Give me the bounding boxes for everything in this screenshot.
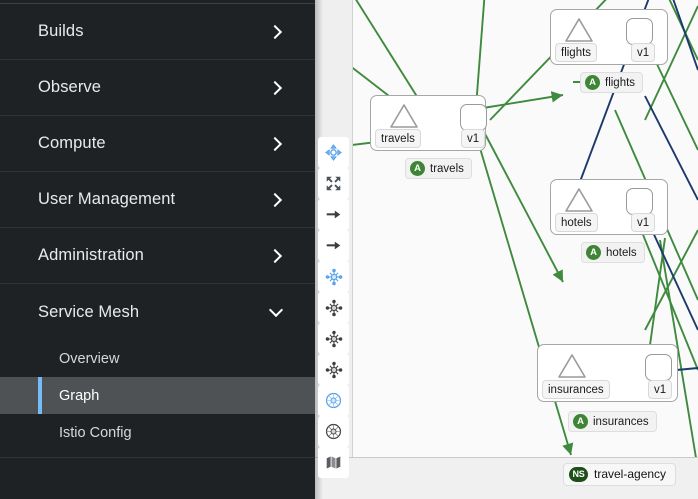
app-badge-travels: A travels (405, 158, 472, 179)
sidebar-item-label: Compute (38, 134, 106, 152)
sidebar-item-compute[interactable]: Compute (0, 116, 315, 172)
graph-toolbar (318, 137, 349, 478)
namespace-box-icon[interactable] (318, 385, 349, 416)
workload-node-flights-v1[interactable] (626, 18, 653, 45)
graph-canvas[interactable]: travels v1 A travels flights v1 A flight… (315, 0, 698, 499)
sidebar-item-overview[interactable]: Overview (0, 340, 315, 377)
sidebar-item-service-mesh[interactable]: Service Mesh (0, 284, 315, 340)
service-mesh-graph-panel: travels v1 A travels flights v1 A flight… (315, 0, 698, 499)
app-badge-insurances: A insurances (568, 411, 657, 432)
sidebar-submenu-service-mesh: Overview Graph Istio Config (0, 340, 315, 458)
chevron-right-icon (269, 249, 283, 263)
sidebar-item-label: Observe (38, 78, 102, 96)
node-label-travels-v1: v1 (461, 129, 486, 148)
drag-mode-icon[interactable] (318, 137, 349, 168)
chevron-right-icon (269, 81, 283, 95)
app-icon: A (573, 414, 588, 429)
sidebar-item-builds[interactable]: Builds (0, 4, 315, 60)
app-badge-hotels: A hotels (581, 242, 645, 263)
node-label-hotels-v1: v1 (631, 213, 656, 232)
sidebar-subitem-label: Graph (59, 387, 100, 404)
cluster-box-icon[interactable] (318, 416, 349, 447)
namespace-badge-label: travel-agency (594, 467, 667, 481)
layout-default-icon[interactable] (318, 261, 349, 292)
graph-panel-edge (352, 0, 353, 457)
service-node-icon-insurances[interactable] (557, 353, 587, 379)
arrow-right-icon-2[interactable] (318, 230, 349, 261)
sidebar-item-label: Administration (38, 246, 144, 264)
app-badge-label: hotels (606, 246, 637, 259)
node-label-flights-v1: v1 (631, 43, 656, 62)
fit-to-screen-icon[interactable] (318, 168, 349, 199)
namespace-badge-travel-agency: NS travel-agency (563, 463, 677, 486)
app-icon: A (586, 245, 601, 260)
legend-icon[interactable] (318, 447, 349, 478)
chevron-right-icon (269, 137, 283, 151)
sidebar-item-user-management[interactable]: User Management (0, 172, 315, 228)
workload-node-hotels-v1[interactable] (626, 188, 653, 215)
app-badge-label: insurances (593, 415, 649, 428)
sidebar-item-label: Builds (38, 22, 84, 40)
service-node-icon-flights[interactable] (564, 17, 594, 43)
workload-node-travels-v1[interactable] (460, 104, 487, 131)
sidebar-top-divider (0, 3, 315, 4)
app-icon: A (410, 161, 425, 176)
arrow-right-icon-1[interactable] (318, 199, 349, 230)
primary-sidebar: Builds Observe Compute User Management A… (0, 0, 315, 499)
service-node-icon-travels[interactable] (389, 103, 419, 129)
sidebar-item-graph[interactable]: Graph (0, 377, 315, 414)
node-label-flights-service: flights (555, 43, 598, 62)
app-badge-flights: A flights (580, 72, 644, 93)
layout-dagre-icon[interactable] (318, 292, 349, 323)
node-label-insurances-service: insurances (542, 380, 610, 399)
layout-grid-icon[interactable] (318, 323, 349, 354)
sidebar-item-observe[interactable]: Observe (0, 60, 315, 116)
chevron-right-icon (269, 193, 283, 207)
sidebar-item-label: Service Mesh (38, 302, 140, 321)
sidebar-item-istio-config[interactable]: Istio Config (0, 414, 315, 451)
app-badge-label: travels (430, 162, 464, 175)
layout-concentric-icon[interactable] (318, 354, 349, 385)
sidebar-item-label: User Management (38, 190, 176, 208)
sidebar-subitem-label: Istio Config (59, 424, 132, 441)
app-badge-label: flights (605, 76, 636, 89)
node-label-hotels-service: hotels (555, 213, 598, 232)
sidebar-subitem-label: Overview (59, 350, 120, 367)
node-label-insurances-v1: v1 (648, 380, 673, 399)
workload-node-insurances-v1[interactable] (645, 354, 672, 381)
node-label-travels-service: travels (375, 129, 421, 148)
chevron-right-icon (269, 25, 283, 39)
service-node-icon-hotels[interactable] (564, 187, 594, 213)
namespace-icon: NS (569, 467, 588, 482)
app-icon: A (585, 75, 600, 90)
sidebar-item-administration[interactable]: Administration (0, 228, 315, 284)
chevron-down-icon (269, 305, 283, 319)
